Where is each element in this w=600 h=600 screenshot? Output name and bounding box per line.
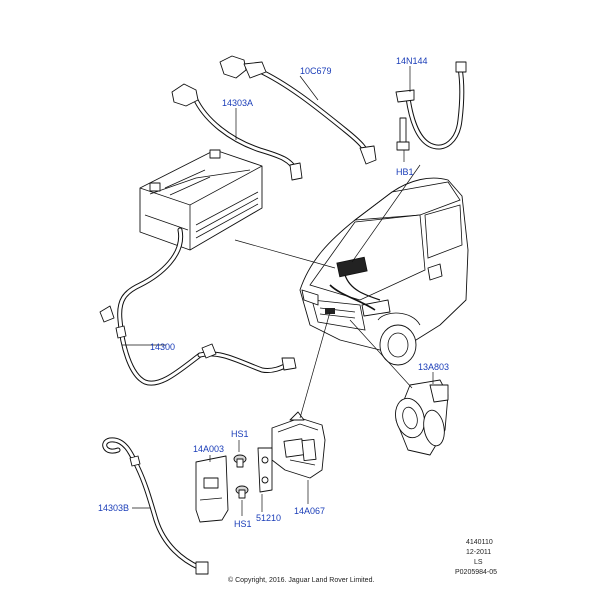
label-10c679: 10C679 — [300, 66, 332, 76]
label-14a003: 14A003 — [193, 444, 224, 454]
drawing-id: P0205984-05 — [455, 569, 497, 576]
label-51210: 51210 — [256, 513, 281, 523]
label-hs1-top: HS1 — [231, 429, 249, 439]
ref-number: 4140110 — [466, 539, 493, 546]
cable-14303a — [171, 83, 303, 181]
label-13a803: 13A803 — [418, 362, 449, 372]
ground-strap-14n144 — [395, 61, 467, 151]
cable-14300 — [99, 227, 297, 386]
label-14a067: 14A067 — [294, 506, 325, 516]
drawing-date: 12-2011 — [466, 549, 491, 556]
leader-lines — [122, 66, 434, 516]
fuse-box-14a067 — [271, 411, 326, 479]
label-14303b: 14303B — [98, 503, 129, 513]
label-14n144: 14N144 — [396, 56, 428, 66]
screw-hs1-top — [233, 454, 247, 468]
label-14300: 14300 — [150, 342, 175, 352]
horn-13a803 — [395, 379, 449, 456]
bracket-51210 — [257, 447, 273, 493]
label-hs1-bottom: HS1 — [234, 519, 252, 529]
label-hb1: HB1 — [396, 167, 414, 177]
author-initials: LS — [474, 559, 483, 566]
bracket-14a003 — [195, 455, 229, 523]
cable-14303b — [102, 437, 209, 575]
label-14303a: 14303A — [222, 98, 253, 108]
screw-hs1-bottom — [235, 485, 249, 499]
cable-10c679 — [219, 55, 377, 165]
vehicle-front-view — [299, 177, 469, 366]
copyright-notice: © Copyright, 2016. Jaguar Land Rover Lim… — [228, 576, 374, 584]
battery — [139, 149, 263, 251]
